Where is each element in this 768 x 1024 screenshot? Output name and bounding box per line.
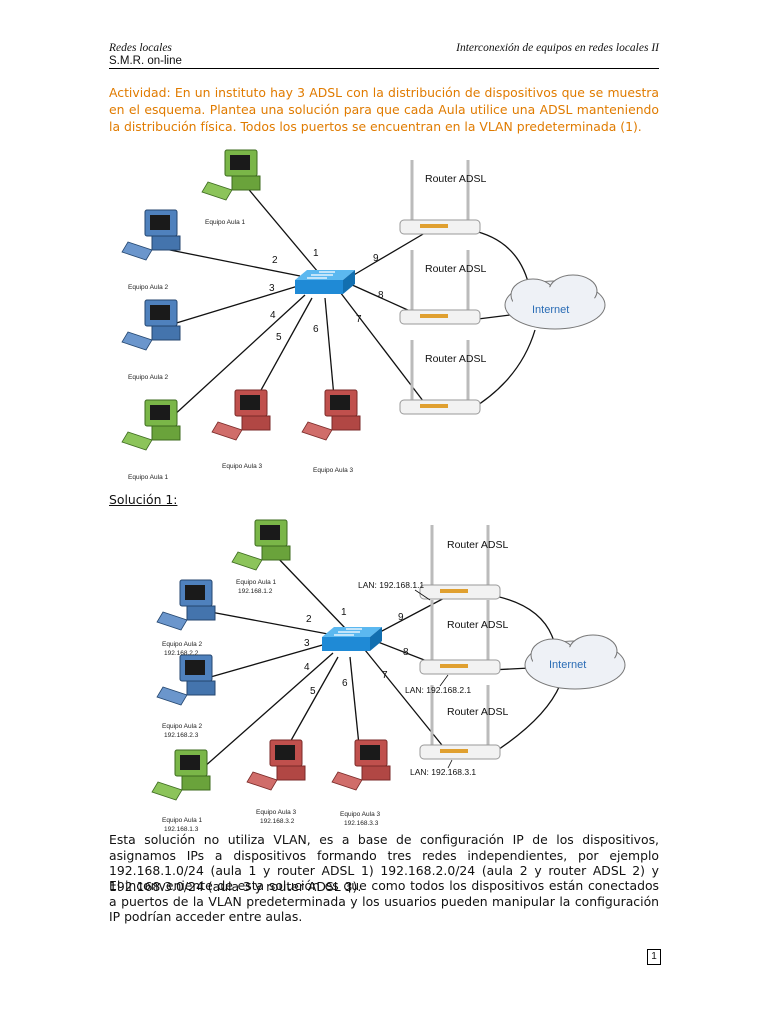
lan-label: LAN: 192.168.1.1	[358, 580, 424, 590]
pc-aula1-bottom-icon	[151, 749, 211, 801]
port-label: 7	[356, 314, 362, 325]
router-label: Router ADSL	[425, 263, 486, 275]
pc-label: Equipo Aula 1	[236, 579, 277, 586]
lan-arrows	[414, 589, 453, 769]
diagram2-links	[194, 554, 561, 776]
pc-aula3-icon	[246, 739, 306, 791]
paragraph-1: Esta solución no utiliza VLAN, es a base…	[109, 832, 659, 894]
port-label: 1	[313, 248, 319, 259]
router-label: Router ADSL	[425, 173, 486, 185]
switch-icon	[294, 269, 356, 295]
pc-label: Equipo Aula 3	[222, 463, 263, 470]
router-icon	[418, 598, 502, 676]
header-left-title: Redes locales	[109, 42, 172, 54]
router-icon	[398, 158, 482, 236]
port-label: 6	[313, 324, 319, 335]
port-label: 8	[403, 647, 409, 658]
pc-ip: 192.168.1.3	[164, 826, 199, 833]
port-label: 5	[276, 332, 282, 343]
pc-ip: 192.168.3.2	[260, 818, 295, 825]
pc-aula3-icon	[211, 389, 271, 441]
port-label: 4	[304, 662, 310, 673]
router-icon	[418, 523, 502, 601]
port-label: 9	[398, 612, 404, 623]
pc-aula3-icon	[301, 389, 361, 441]
port-label: 8	[378, 290, 384, 301]
port-label: 5	[310, 686, 316, 697]
pc-ip: 192.168.2.3	[164, 732, 199, 739]
activity-text: Actividad: En un instituto hay 3 ADSL co…	[109, 85, 659, 134]
router-icon	[398, 338, 482, 416]
pc-label: Equipo Aula 3	[340, 811, 381, 818]
pc-label: Equipo Aula 3	[256, 809, 297, 816]
pc-label: Equipo Aula 1	[162, 817, 203, 824]
pc-label: Equipo Aula 3	[313, 467, 354, 474]
pc-ip: 192.168.3.3	[344, 820, 379, 827]
internet-label: Internet	[549, 659, 586, 671]
header-rule	[109, 68, 659, 69]
router-label: Router ADSL	[447, 619, 508, 631]
router-icon	[398, 248, 482, 326]
pc-label: Equipo Aula 1	[205, 219, 246, 226]
pc-ip: 192.168.1.2	[238, 588, 273, 595]
pc-label: Equipo Aula 2	[162, 641, 203, 648]
router-label: Router ADSL	[447, 539, 508, 551]
port-label: 2	[306, 614, 312, 625]
header-left-subtitle: S.M.R. on-line	[109, 55, 182, 67]
router-label: Router ADSL	[447, 706, 508, 718]
pc-label: Equipo Aula 2	[128, 374, 169, 381]
lan-label: LAN: 192.168.2.1	[405, 685, 471, 695]
port-label: 2	[272, 255, 278, 266]
paragraph-2: El inconveniente de esta solución es que…	[109, 878, 659, 924]
router-icon	[418, 683, 502, 761]
pc-aula2-icon	[156, 579, 216, 631]
port-label: 3	[304, 638, 310, 649]
pc-aula2-icon	[156, 654, 216, 706]
internet-cloud-icon	[504, 274, 606, 330]
pc-label: Equipo Aula 2	[128, 284, 169, 291]
header-right-title: Interconexión de equipos en redes locale…	[456, 42, 659, 54]
port-label: 3	[269, 283, 275, 294]
router-label: Router ADSL	[425, 353, 486, 365]
page-number: 1	[647, 949, 661, 965]
lan-label: LAN: 192.168.3.1	[410, 767, 476, 777]
switch-icon	[321, 626, 383, 652]
port-label: 6	[342, 678, 348, 689]
pc-aula2-icon	[121, 209, 181, 261]
port-label: 7	[382, 670, 388, 681]
internet-label: Internet	[532, 304, 569, 316]
port-label: 9	[373, 253, 379, 264]
pc-aula2-icon	[121, 299, 181, 351]
pc-ip: 192.168.2.2	[164, 650, 199, 657]
port-label: 4	[270, 310, 276, 321]
solution-title: Solución 1:	[109, 492, 178, 507]
pc-aula1-bottom-icon	[121, 399, 181, 451]
port-label: 1	[341, 607, 347, 618]
pc-aula3-icon	[331, 739, 391, 791]
pc-label: Equipo Aula 2	[162, 723, 203, 730]
pc-label: Equipo Aula 1	[128, 474, 169, 481]
